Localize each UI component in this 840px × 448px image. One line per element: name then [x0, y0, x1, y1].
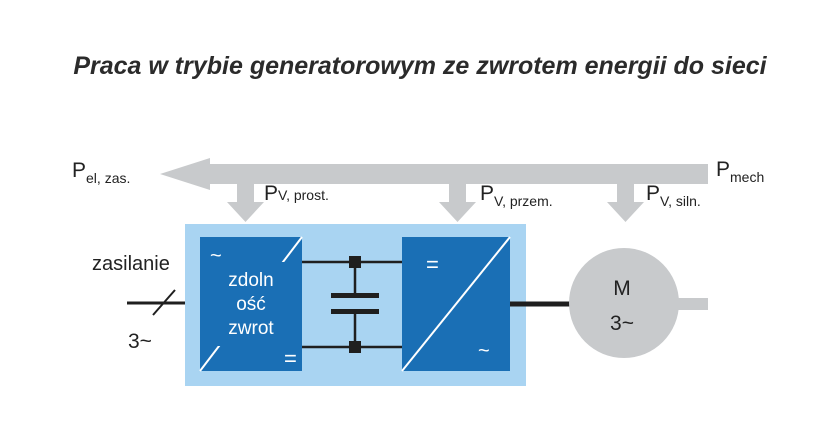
p-mech-label: Pmech	[716, 158, 764, 185]
three-phase-slash	[152, 289, 176, 316]
power-flow-arrow	[160, 158, 708, 190]
capacitor-plate-bottom	[331, 309, 379, 314]
motor-letter: M	[613, 277, 631, 300]
rectifier-dc-symbol: =	[284, 346, 297, 371]
motor-phases: 3~	[610, 312, 634, 335]
page-title: Praca w trybie generatorowym ze zwrotem …	[73, 52, 767, 80]
loss-arrow-converter	[439, 184, 476, 222]
loss-arrow-motor	[607, 184, 644, 222]
p-loss-rectifier-label: PV, prost.	[264, 182, 329, 205]
p-el-label: Pel, zas.	[72, 159, 130, 186]
inverter-block: = ~	[401, 236, 511, 372]
rectifier-ac-symbol: ~	[210, 245, 222, 267]
dc-link-node-bottom	[349, 341, 361, 353]
supply-phases: 3~	[128, 330, 152, 353]
rectifier-text-line3: zwrot	[228, 318, 274, 339]
inverter-ac-symbol: ~	[478, 340, 490, 362]
p-loss-motor-label: PV, siln.	[646, 182, 701, 209]
inverter-dc-symbol: =	[426, 252, 439, 277]
rectifier-block: ~ = zdoln ość zwrot	[199, 236, 303, 372]
capacitor-plate-top	[331, 293, 379, 298]
p-loss-converter-label: PV, przem.	[480, 182, 553, 209]
rectifier-text-line1: zdoln	[228, 270, 273, 291]
dc-link-node-top	[349, 256, 361, 268]
motor-circle	[569, 248, 679, 358]
supply-label: zasilanie	[92, 253, 170, 275]
rectifier-text-line2: ość	[236, 294, 266, 315]
loss-arrow-rectifier	[227, 184, 264, 222]
